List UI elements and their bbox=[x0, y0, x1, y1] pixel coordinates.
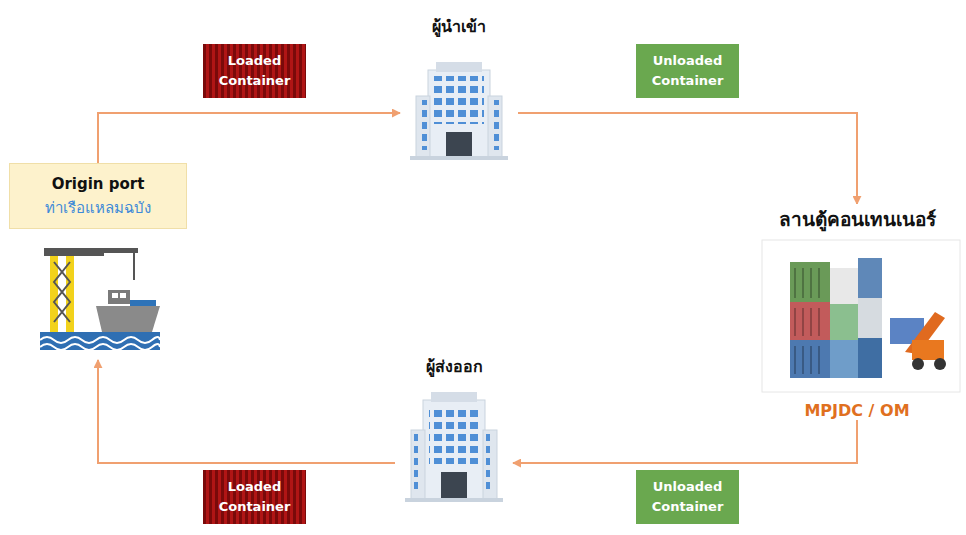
flow-arrow bbox=[98, 113, 400, 163]
flow-arrow bbox=[513, 420, 857, 463]
yard-node: ลานตู้คอนเทนเนอร์ MPJDC / OM bbox=[752, 204, 962, 420]
container-yard-icon bbox=[762, 240, 960, 392]
loaded-container-tag: Loaded Container bbox=[203, 44, 306, 98]
flow-arrow bbox=[98, 360, 395, 463]
port-icon bbox=[40, 248, 160, 350]
yard-operator: MPJDC / OM bbox=[801, 401, 912, 420]
company-node: ผู้นำเข้า bbox=[400, 14, 518, 162]
building-icon bbox=[405, 392, 503, 502]
unloaded-container-tag: Unloaded Container bbox=[636, 44, 739, 98]
flow-arrow bbox=[518, 113, 857, 204]
unloaded-container-tag: Unloaded Container bbox=[636, 470, 739, 524]
company-node: ผู้ส่งออก bbox=[395, 354, 513, 504]
company-heading: ผู้นำเข้า bbox=[429, 14, 489, 39]
port-name: ท่าเรือแหลมฉบัง bbox=[16, 196, 180, 220]
building-icon bbox=[410, 62, 508, 160]
port-node: Origin portท่าเรือแหลมฉบัง bbox=[9, 163, 187, 360]
port-title: Origin port bbox=[16, 172, 180, 196]
loaded-container-tag: Loaded Container bbox=[203, 470, 306, 524]
yard-heading: ลานตู้คอนเทนเนอร์ bbox=[776, 204, 939, 234]
company-heading: ผู้ส่งออก bbox=[423, 354, 486, 379]
port-label-box: Origin portท่าเรือแหลมฉบัง bbox=[9, 163, 187, 229]
